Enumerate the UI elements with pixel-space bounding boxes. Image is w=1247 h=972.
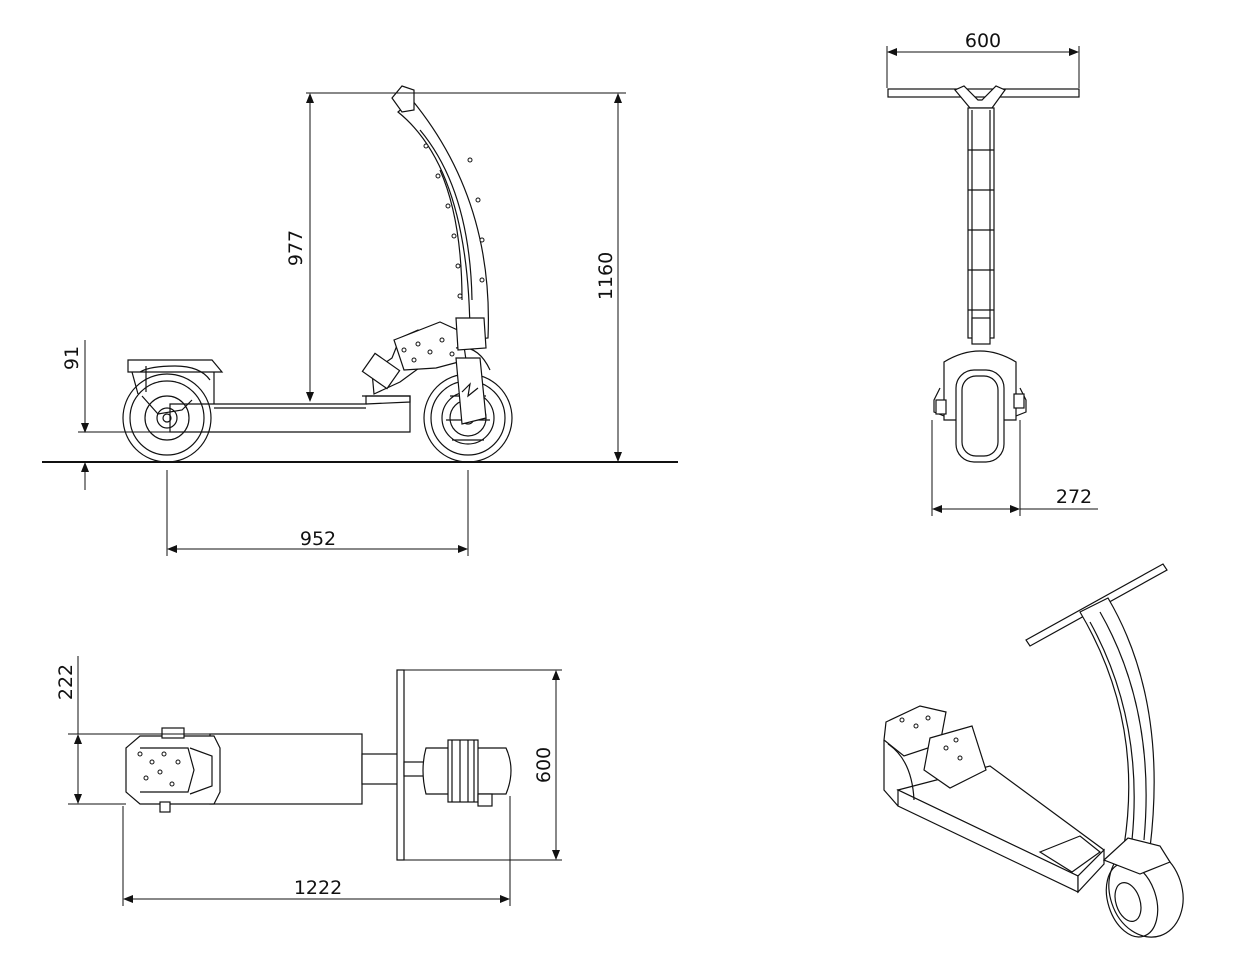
dim-deck-clearance-value: 91 <box>61 346 83 370</box>
dim-deck-width-value: 222 <box>55 664 77 700</box>
dim-overall-height-value: 1160 <box>595 252 617 300</box>
dim-deck-to-handle: 977 <box>285 92 405 402</box>
top-handlebar <box>396 669 405 861</box>
front-suspension <box>361 321 491 395</box>
isometric-view <box>883 563 1184 938</box>
dim-deck-width: 222 <box>55 656 210 805</box>
dim-handlebar-width-value: 600 <box>965 30 1001 52</box>
dim-wheelbase: 952 <box>166 470 469 556</box>
front-view-wheel <box>933 350 1027 463</box>
front-view: 600 272 <box>886 30 1098 516</box>
dim-deck-to-handle-value: 977 <box>285 230 307 266</box>
dim-handlebar-span-value: 600 <box>533 747 555 783</box>
rear-wheel <box>122 373 212 463</box>
dim-handlebar-span: 600 <box>404 669 562 861</box>
dim-handlebar-width: 600 <box>886 30 1080 88</box>
dim-overall-height: 1160 <box>405 92 626 462</box>
iso-stem <box>1079 597 1155 849</box>
iso-rear-module <box>883 705 987 807</box>
top-rear-module <box>125 727 221 813</box>
deck <box>169 395 411 433</box>
dim-wheel-width: 272 <box>931 420 1098 516</box>
iso-front-wheel <box>1102 837 1184 938</box>
iso-deck <box>896 765 1105 894</box>
top-view: 222 600 1222 <box>55 656 562 906</box>
top-front-module <box>403 739 512 807</box>
dim-wheel-width-value: 272 <box>1056 486 1092 508</box>
dim-wheelbase-value: 952 <box>300 528 336 550</box>
dim-deck-clearance: 91 <box>61 340 208 490</box>
handlebar <box>887 88 1080 98</box>
steering-stem <box>391 85 490 351</box>
top-deck <box>209 733 363 805</box>
dim-overall-length-value: 1222 <box>294 877 342 899</box>
front-stem <box>967 107 995 345</box>
fork <box>455 357 487 425</box>
dim-overall-length: 1222 <box>122 796 511 906</box>
side-view: 952 91 977 1160 <box>42 85 678 556</box>
